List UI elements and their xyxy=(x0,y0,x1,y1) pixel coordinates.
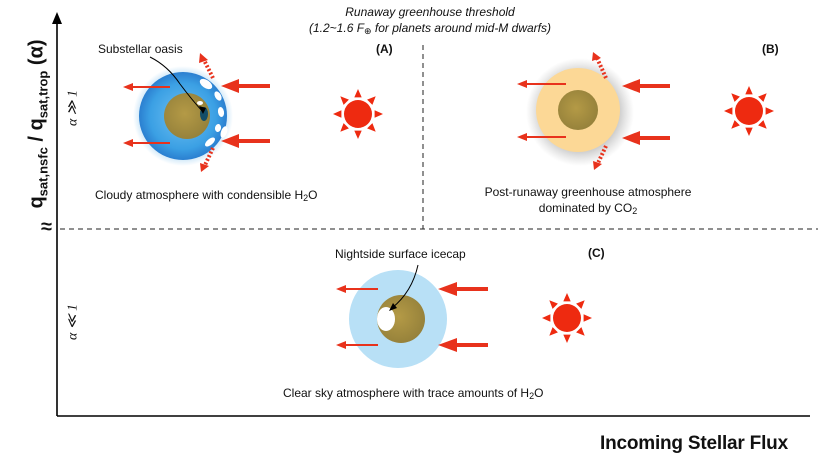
star-a-icon xyxy=(333,89,383,139)
outgoing-flux-arrows-a xyxy=(123,83,170,147)
x-axis-label: Incoming Stellar Flux xyxy=(600,433,788,454)
alpha-high-label: α ≫ 1 xyxy=(65,89,81,127)
outgoing-flux-arrows-c xyxy=(336,285,378,349)
y-axis-arrowhead xyxy=(52,12,62,24)
alpha-low-label: α ≪ 1 xyxy=(65,303,81,341)
panel-b-letter: (B) xyxy=(762,42,779,56)
substellar-oasis-pointer xyxy=(149,56,204,113)
threshold-title: Runaway greenhouse threshold xyxy=(345,5,515,19)
panel-b-caption-line1: Post-runaway greenhouse atmosphere xyxy=(484,185,692,199)
axis-break-symbol: ≈ xyxy=(41,216,52,238)
planet-a-cloudy xyxy=(133,66,233,166)
planet-b-post-runaway xyxy=(526,58,634,166)
icecap-pointer xyxy=(391,264,419,309)
panel-a-caption: Cloudy atmosphere with condensible H2O xyxy=(95,188,318,203)
incoming-flux-arrows-b xyxy=(622,79,670,145)
panel-c-letter: (C) xyxy=(588,246,605,260)
nightside-icecap xyxy=(377,307,395,331)
substellar-oasis-label: Substellar oasis xyxy=(98,42,183,56)
y-axis-label: qsat,nsfc / qsat,trop (α) xyxy=(25,39,51,209)
icecap-label: Nightside surface icecap xyxy=(335,247,466,261)
star-c-icon xyxy=(542,293,592,343)
reflected-flux-arrows-b xyxy=(592,52,608,170)
planet-c-clear-sky xyxy=(349,270,447,368)
incoming-flux-arrows-a xyxy=(221,79,270,148)
reflected-flux-arrows-a xyxy=(199,53,215,172)
threshold-detail: (1.2~1.6 F⊕ for planets around mid-M dwa… xyxy=(309,21,551,36)
panel-c-caption: Clear sky atmosphere with trace amounts … xyxy=(283,386,544,401)
panel-b-caption-line2: dominated by CO2 xyxy=(538,201,638,216)
star-b-icon xyxy=(724,86,774,136)
incoming-flux-arrows-c xyxy=(438,282,488,352)
panel-a-letter: (A) xyxy=(376,42,393,56)
outgoing-flux-arrows-b xyxy=(517,80,566,141)
